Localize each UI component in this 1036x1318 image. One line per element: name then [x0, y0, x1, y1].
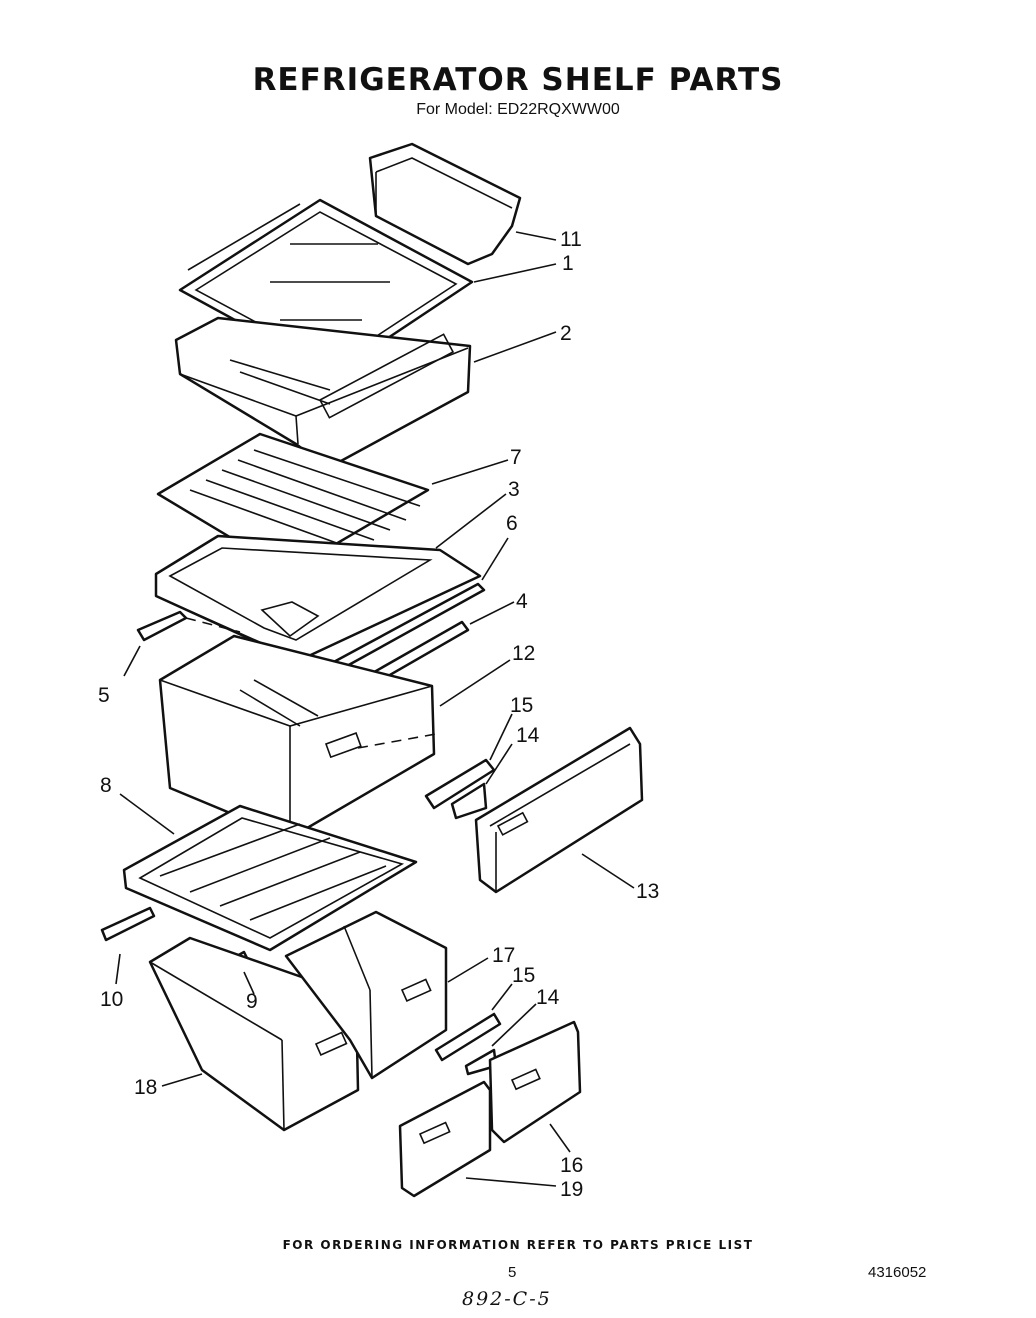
callout-14-lower: 14 [536, 986, 560, 1009]
callout-2: 2 [560, 322, 572, 345]
handwritten-note: 892-C-5 [462, 1288, 552, 1310]
part-12-meat-pan [158, 634, 437, 840]
part-8-lower-shelf [122, 804, 418, 952]
part-19-drawer-front [398, 1080, 492, 1198]
model-subtitle: For Model: ED22RQXWW00 [416, 101, 620, 118]
callout-1: 1 [562, 252, 574, 275]
part-17-right-pan [284, 910, 448, 1080]
part-11-bin [368, 142, 522, 266]
callout-labels: 11 1 2 7 3 6 4 5 12 15 14 8 13 10 9 17 1… [98, 228, 659, 1201]
callout-12: 12 [512, 642, 535, 665]
part-1-glass-shelf [178, 198, 474, 376]
page-title: REFRIGERATOR SHELF PARTS [252, 62, 784, 98]
callout-11: 11 [560, 228, 582, 251]
callout-15-upper: 15 [510, 694, 533, 717]
callout-6: 6 [506, 512, 518, 535]
part-7-slotted-cover [156, 432, 430, 574]
callout-5: 5 [98, 684, 110, 707]
callout-13: 13 [636, 880, 659, 903]
callout-9: 9 [246, 990, 258, 1013]
callout-4: 4 [516, 590, 528, 613]
callout-3: 3 [508, 478, 520, 501]
part-16-drawer-front [488, 1020, 582, 1144]
document-number: 4316052 [868, 1264, 927, 1281]
callout-18: 18 [134, 1076, 157, 1099]
callout-7: 7 [510, 446, 522, 469]
callout-15-lower: 15 [512, 964, 535, 987]
ordering-note: FOR ORDERING INFORMATION REFER TO PARTS … [282, 1238, 754, 1252]
part-2-crisper-drawer [174, 316, 472, 470]
part-5-side-rail [136, 610, 241, 642]
part-13-drawer-front [474, 726, 644, 894]
part-10-rail [100, 906, 156, 942]
callout-17: 17 [492, 944, 515, 967]
part-15-14-upper-slides [424, 758, 496, 820]
part-18-left-pan [148, 936, 360, 1132]
callout-14-upper: 14 [516, 724, 540, 747]
callout-16: 16 [560, 1154, 583, 1177]
page-number: 5 [508, 1264, 517, 1281]
leader-lines [115, 231, 635, 1187]
callout-19: 19 [560, 1178, 583, 1201]
callout-8: 8 [100, 774, 112, 797]
callout-10: 10 [100, 988, 123, 1011]
part-15-14-lower-slides [434, 1012, 502, 1076]
